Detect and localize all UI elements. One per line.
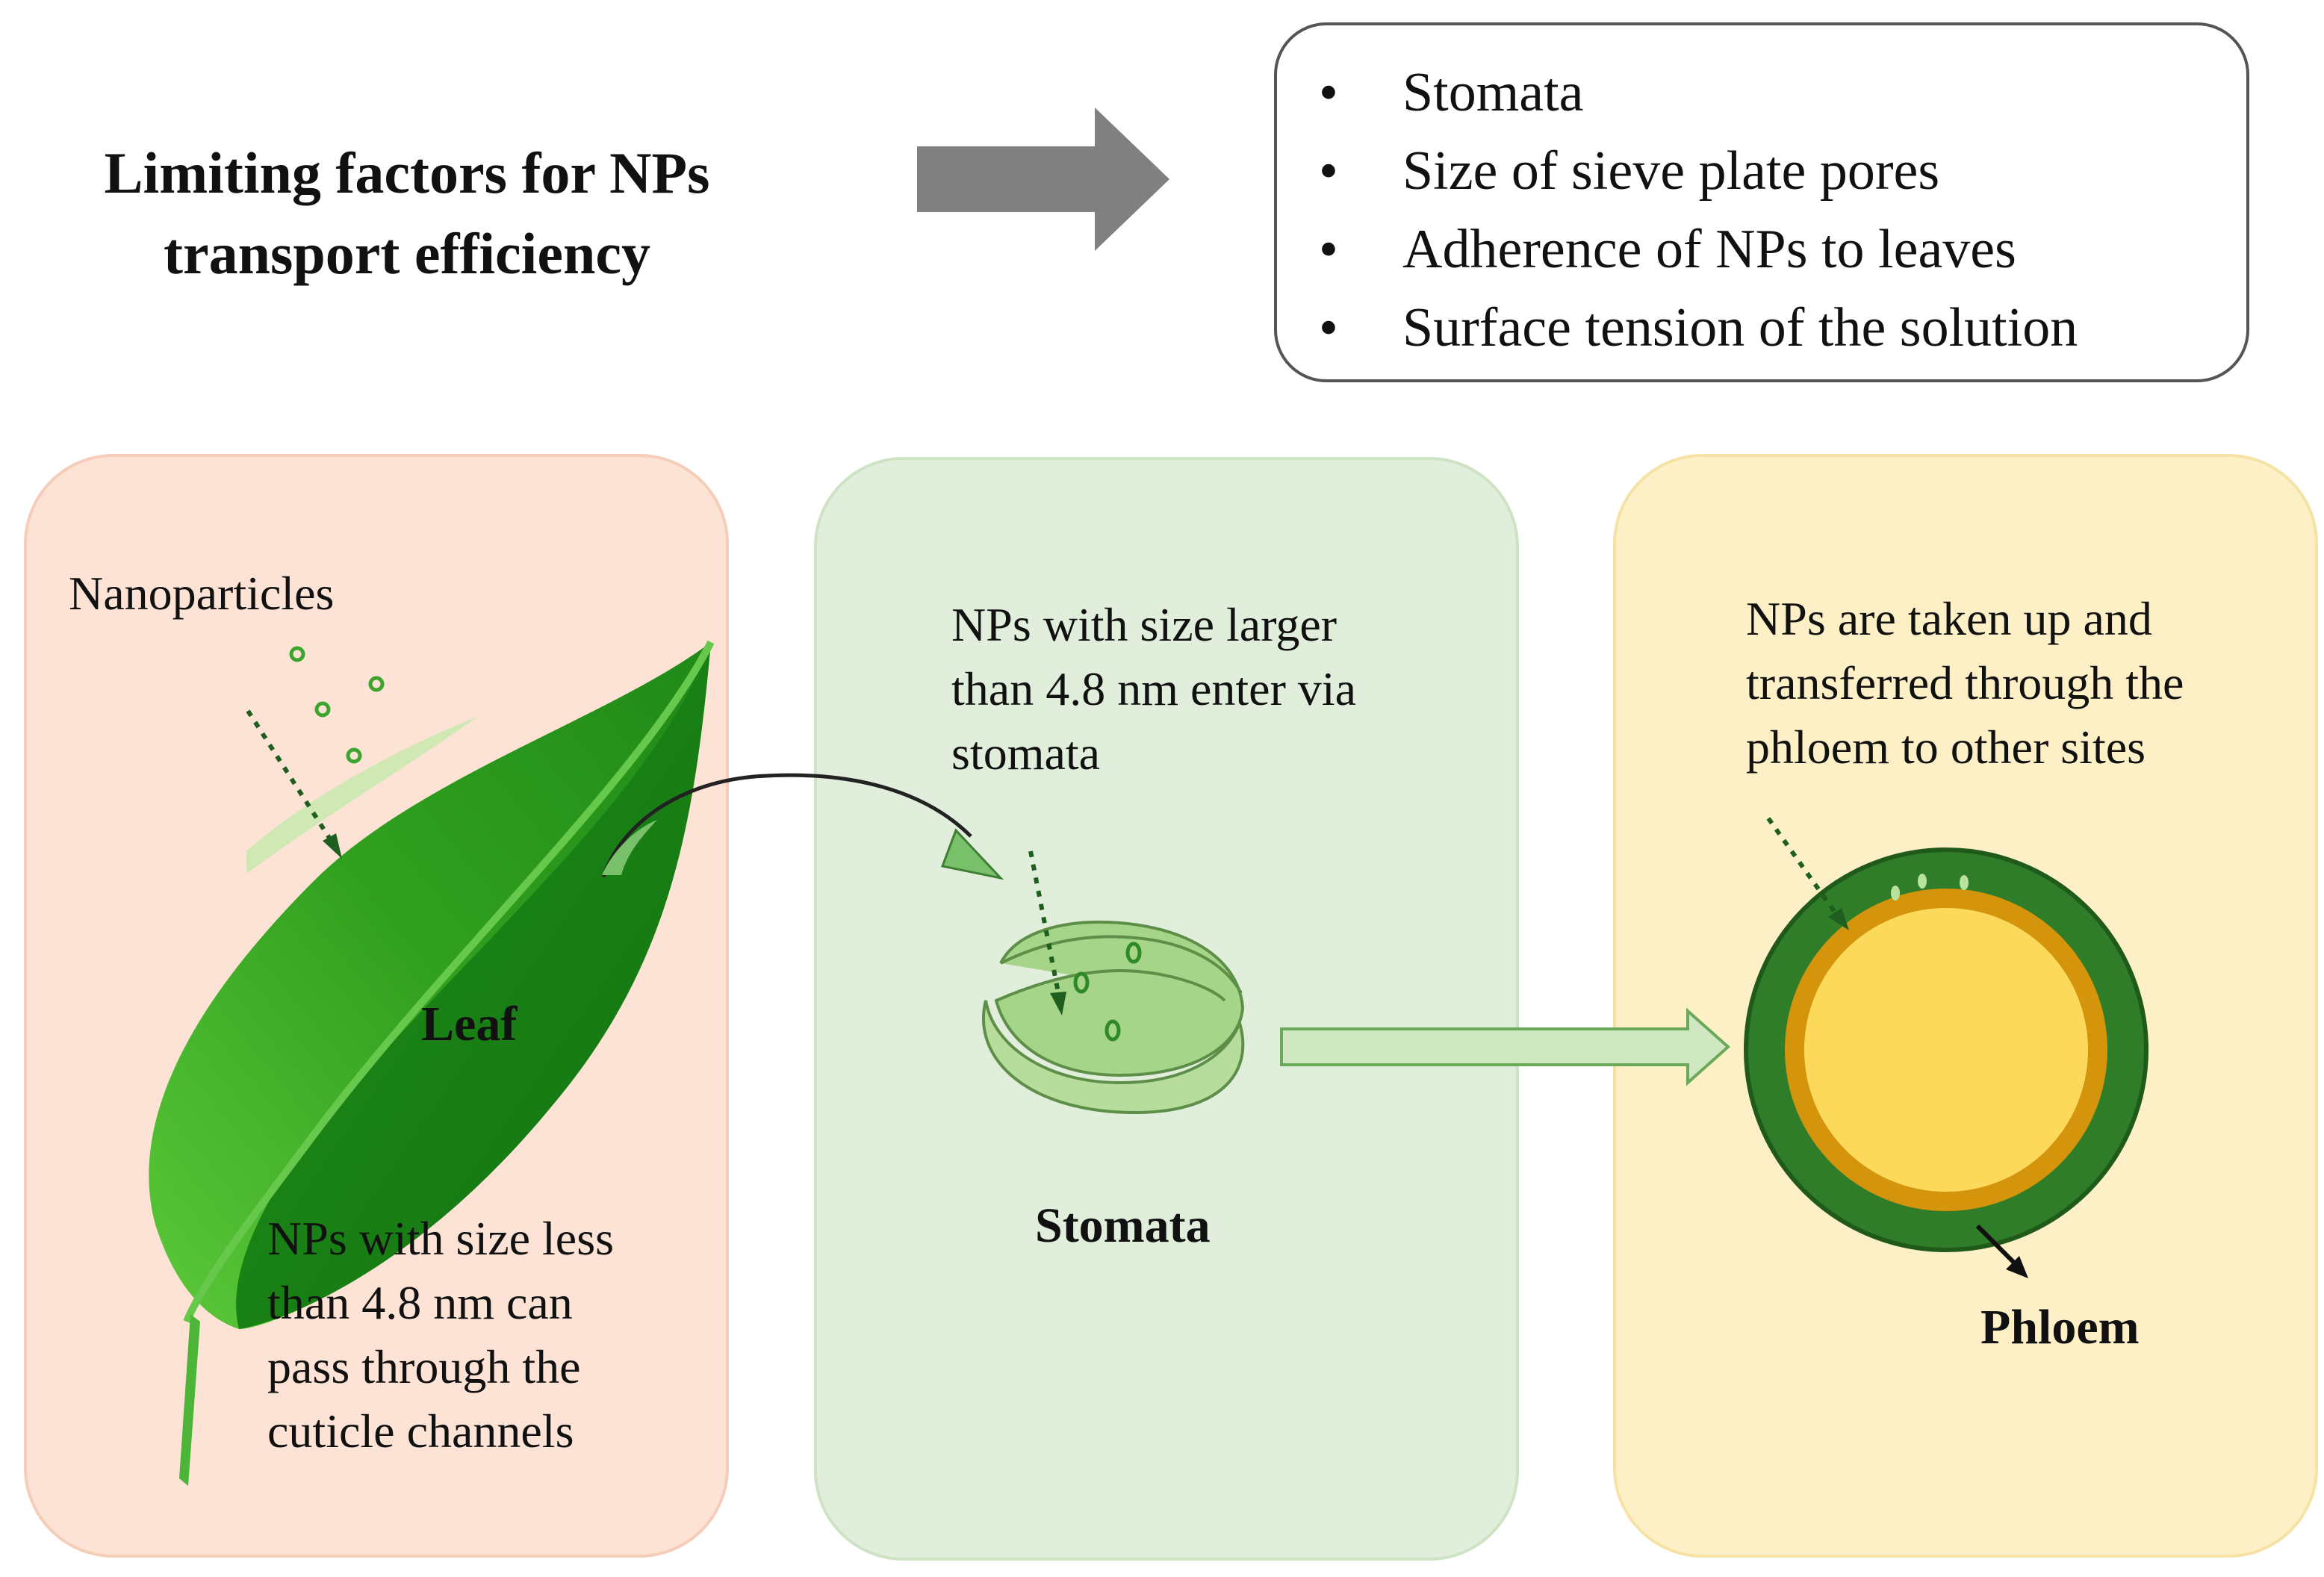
factor-item-sieve-plate-pores: Size of sieve plate pores: [1277, 132, 2246, 211]
leaf-label: Leaf: [421, 997, 518, 1051]
stomata-icon: [981, 921, 1245, 1115]
phloem-pointer-icon: [1975, 1224, 2028, 1278]
stomata-description-line-1: NPs with size larger: [951, 598, 1337, 651]
phloem-description-line-1: NPs are taken up and: [1746, 592, 2152, 645]
factor-item-stomata: Stomata: [1277, 54, 2246, 132]
phloem-description-line-2: transferred through the: [1746, 656, 2184, 709]
dotted-arrow-stomata-icon: [1028, 850, 1066, 1015]
stomata-description-line-3: stomata: [951, 727, 1101, 780]
dotted-arrow-leaf-icon: [246, 709, 342, 859]
leaf-description-line-1: NPs with size less: [267, 1212, 614, 1265]
straight-arrow-icon: [1280, 1007, 1731, 1086]
dotted-arrow-phloem-icon: [1766, 817, 1849, 930]
leaf-icon: [149, 640, 715, 1486]
phloem-description-line-3: phloem to other sites: [1746, 721, 2146, 774]
nanoparticle-dots-icon: [289, 646, 385, 764]
factor-item-adherence: Adherence of NPs to leaves: [1277, 211, 2246, 289]
curved-arrow-icon: [601, 773, 1004, 880]
gray-arrow-icon: [917, 108, 1169, 251]
stomata-description: NPs with size larger than 4.8 nm enter v…: [951, 593, 1356, 786]
stomata-description-line-2: than 4.8 nm enter via: [951, 662, 1357, 715]
stomata-label: Stomata: [1035, 1198, 1211, 1253]
title-line-2: transport efficiency: [164, 221, 650, 286]
leaf-description-line-2: than 4.8 nm can: [267, 1276, 573, 1329]
factor-item-surface-tension: Surface tension of the solution: [1277, 289, 2246, 367]
leaf-description-line-3: pass through the: [267, 1340, 581, 1393]
diagram-title: Limiting factors for NPs transport effic…: [45, 133, 769, 294]
phloem-description: NPs are taken up and transferred through…: [1746, 587, 2184, 780]
phloem-label: Phloem: [1980, 1300, 2140, 1354]
leaf-description-line-4: cuticle channels: [267, 1405, 574, 1458]
phloem-icon: [1744, 847, 2149, 1252]
limiting-factors-box: Stomata Size of sieve plate pores Adhere…: [1274, 22, 2249, 382]
nanoparticles-label: Nanoparticles: [69, 567, 335, 620]
leaf-description: NPs with size less than 4.8 nm can pass …: [267, 1207, 614, 1464]
limiting-factors-list: Stomata Size of sieve plate pores Adhere…: [1277, 25, 2246, 367]
title-line-1: Limiting factors for NPs: [104, 140, 710, 205]
